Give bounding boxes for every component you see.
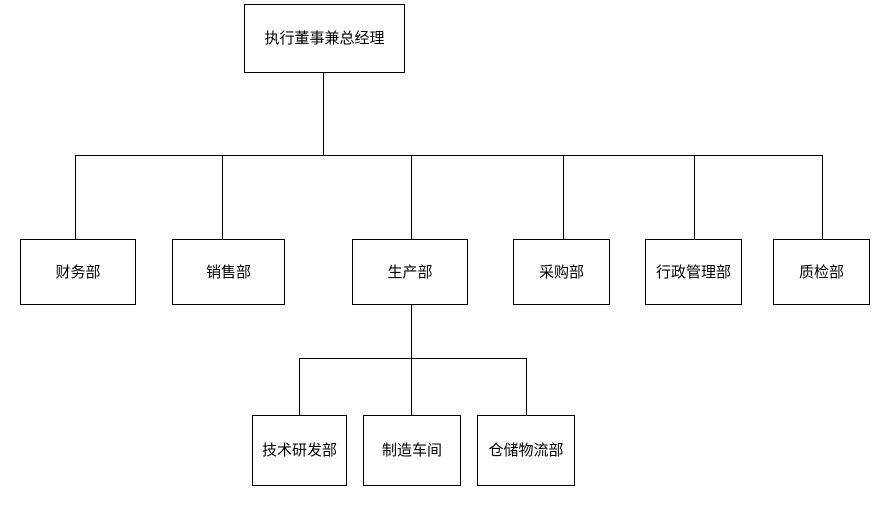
connector-drop-sales <box>222 155 223 239</box>
connector-drop-rnd <box>299 358 300 415</box>
connector-production-stem <box>411 305 412 358</box>
org-node-sales-dept: 销售部 <box>172 239 285 305</box>
org-node-warehouse-logistics-dept: 仓储物流部 <box>477 415 575 486</box>
org-node-executive-director-general-manager: 执行董事兼总经理 <box>244 4 405 73</box>
connector-drop-finance <box>75 155 76 239</box>
connector-drop-procurement <box>563 155 564 239</box>
connector-drop-workshop <box>411 358 412 415</box>
connector-drop-production <box>411 155 412 239</box>
org-node-finance-dept: 财务部 <box>20 239 136 305</box>
org-node-technology-rnd-dept: 技术研发部 <box>252 415 347 486</box>
org-node-quality-inspection-dept: 质检部 <box>773 239 870 305</box>
connector-root-stem <box>323 73 324 155</box>
org-node-procurement-dept: 采购部 <box>513 239 610 305</box>
org-node-production-dept: 生产部 <box>352 239 468 305</box>
org-node-manufacturing-workshop: 制造车间 <box>363 415 461 486</box>
connector-level2-bus <box>75 155 823 156</box>
connector-drop-logistics <box>526 358 527 415</box>
connector-drop-quality <box>822 155 823 239</box>
connector-drop-administration <box>694 155 695 239</box>
connector-level3-bus <box>299 358 527 359</box>
org-node-administration-management-dept: 行政管理部 <box>645 239 742 305</box>
